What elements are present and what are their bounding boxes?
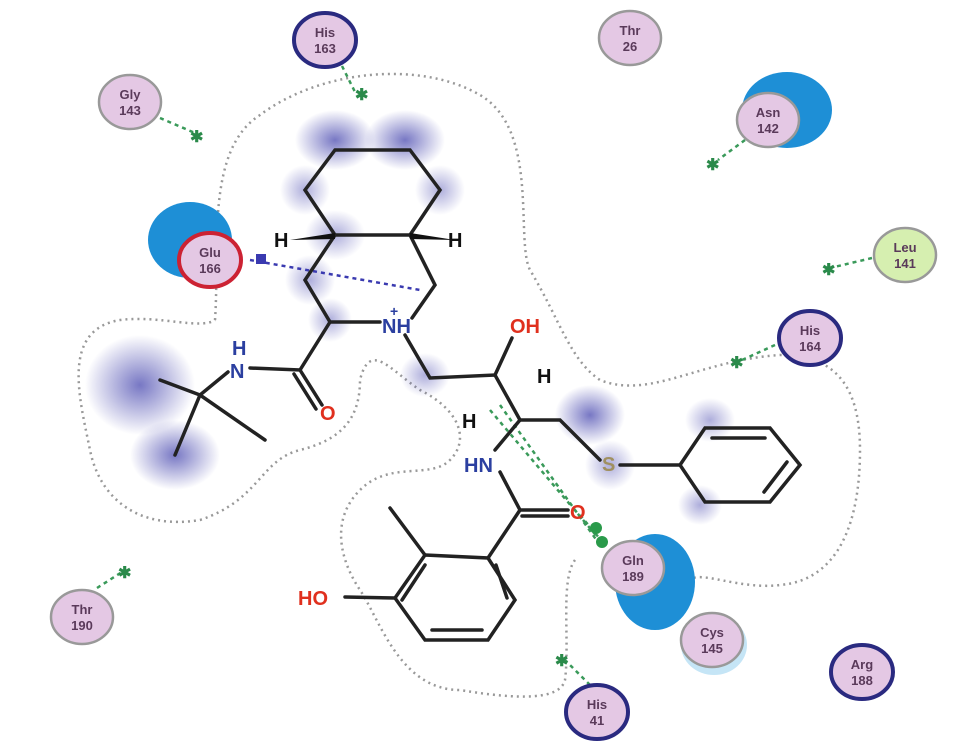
residue-name: Arg: [851, 657, 873, 672]
residue-number: 188: [851, 673, 873, 688]
svg-text:O: O: [320, 403, 336, 425]
ligand-structure: [158, 148, 803, 642]
pocket-outline: [77, 72, 862, 698]
svg-text:HN: HN: [464, 455, 493, 477]
svg-text:+: +: [390, 303, 398, 319]
svg-text:✱: ✱: [730, 355, 743, 372]
residue-number: 145: [701, 641, 723, 656]
residue-circle: [97, 73, 163, 131]
residue-number: 190: [71, 618, 93, 633]
svg-text:✱: ✱: [822, 262, 835, 279]
residue-circle: [564, 683, 630, 741]
residue-name: Gln: [622, 553, 644, 568]
svg-text:✱: ✱: [118, 565, 131, 582]
residue-circle: [829, 643, 895, 701]
interaction-lines: ✱ ✱ ✱ ✱ ✱ ✱ ✱: [96, 65, 873, 686]
svg-text:✱: ✱: [555, 653, 568, 670]
residue-circle: [600, 539, 666, 597]
residue-name: His: [587, 697, 607, 712]
residue-number: 164: [799, 339, 821, 354]
svg-text:✱: ✱: [706, 157, 719, 174]
residue-number: 41: [590, 713, 604, 728]
residue-number: 163: [314, 41, 336, 56]
residue-circle: [177, 231, 243, 289]
residue-circle: [292, 11, 358, 69]
svg-text:HO: HO: [298, 588, 328, 610]
svg-text:N: N: [230, 361, 244, 383]
residue-circle: [597, 9, 663, 67]
residue-circle: [735, 91, 801, 149]
residue-name: Thr: [72, 602, 93, 617]
residue-number: 143: [119, 103, 141, 118]
residue-name: Cys: [700, 625, 724, 640]
residue-number: 189: [622, 569, 644, 584]
residue-number: 166: [199, 261, 221, 276]
residue-name: Leu: [893, 240, 916, 255]
residue-name: His: [315, 25, 335, 40]
residue-name: His: [800, 323, 820, 338]
residue-number: 26: [623, 39, 637, 54]
residue-circle: [679, 611, 745, 669]
residue-name: Thr: [620, 23, 641, 38]
residue-circle: [777, 309, 843, 367]
svg-text:✱: ✱: [355, 87, 368, 104]
svg-text:✱: ✱: [190, 129, 203, 146]
svg-text:H: H: [537, 366, 551, 388]
svg-text:OH: OH: [510, 316, 540, 338]
residue-name: Asn: [756, 105, 781, 120]
residue-circle: [872, 226, 938, 284]
svg-text:S: S: [602, 454, 615, 476]
svg-text:NH: NH: [382, 316, 411, 338]
svg-text:H: H: [274, 230, 288, 252]
svg-text:H: H: [448, 230, 462, 252]
residue-name: Glu: [199, 245, 221, 260]
svg-text:H: H: [232, 338, 246, 360]
residue-circle: [49, 588, 115, 646]
svg-text:O: O: [570, 502, 586, 524]
residue-name: Gly: [120, 87, 142, 102]
residue-number: 141: [894, 256, 916, 271]
atom-labels: H H NH + H N O OH H H HN O HO S: [230, 230, 615, 610]
svg-text:H: H: [462, 411, 476, 433]
residue-number: 142: [757, 121, 779, 136]
